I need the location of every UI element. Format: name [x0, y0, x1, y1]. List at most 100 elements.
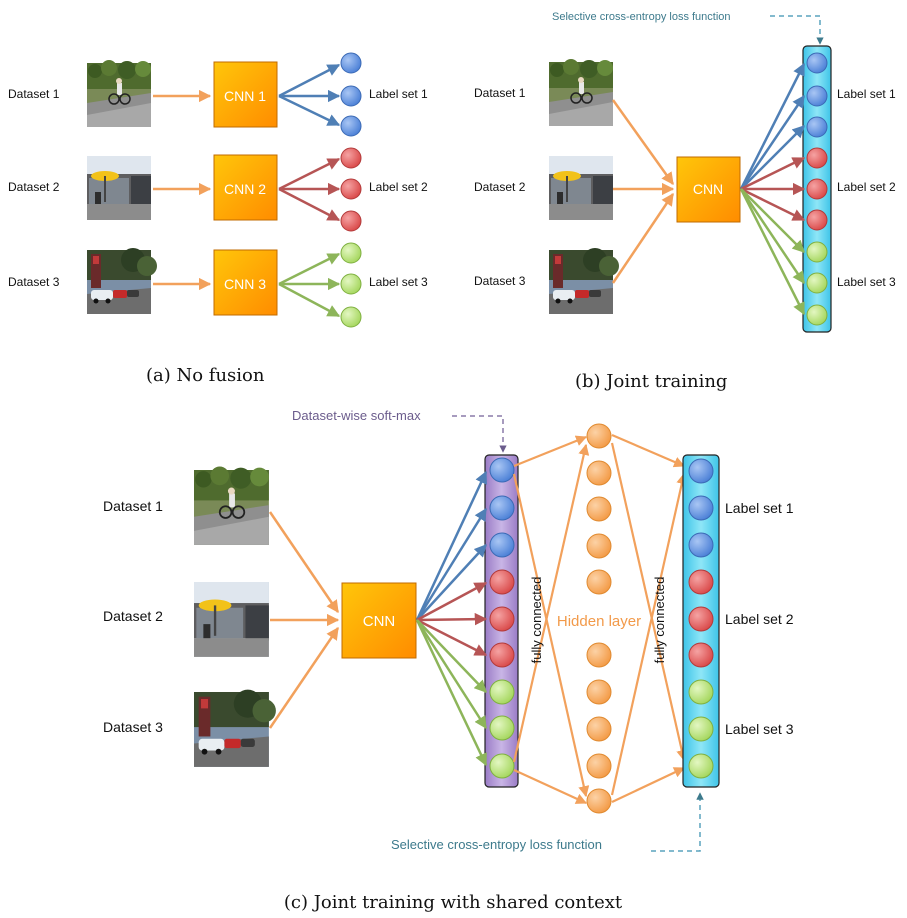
node — [340, 52, 362, 74]
node — [806, 116, 828, 138]
node — [340, 147, 362, 169]
node — [489, 642, 515, 668]
loss-leader — [770, 15, 824, 45]
node — [489, 606, 515, 632]
node — [489, 715, 515, 741]
node — [586, 533, 612, 559]
dataset-thumbnail — [87, 248, 157, 314]
dataset-thumbnail — [194, 689, 276, 767]
node — [688, 569, 714, 595]
dataset-label: Dataset 1 — [103, 498, 163, 514]
softmax-leader — [452, 415, 507, 453]
node — [340, 273, 362, 295]
label-set: Label set 3 — [725, 721, 794, 737]
dataset-thumbnail — [548, 58, 614, 127]
fanout-arrows — [278, 63, 341, 318]
cnn-box — [213, 154, 278, 221]
dataset-label: Dataset 2 — [474, 180, 526, 194]
dataset-label: Dataset 1 — [474, 86, 526, 100]
label-set: Label set 3 — [837, 275, 896, 289]
node — [586, 753, 612, 779]
loss-note: Selective cross-entropy loss function — [391, 837, 602, 852]
fc-label-left: fully connected — [529, 577, 544, 664]
cnn-box — [341, 582, 417, 659]
label-set: Label set 3 — [369, 275, 428, 289]
dataset-label: Dataset 3 — [8, 275, 60, 289]
hidden-nodes — [586, 423, 612, 814]
node — [688, 679, 714, 705]
node — [586, 642, 612, 668]
hidden-layer-label: Hidden layer — [557, 613, 641, 630]
node — [688, 642, 714, 668]
caption: (a) No fusion — [146, 365, 265, 386]
label-set: Label set 1 — [369, 87, 428, 101]
cnn-box — [213, 249, 278, 316]
node — [688, 532, 714, 558]
node — [340, 115, 362, 137]
dataset-label: Dataset 3 — [103, 719, 163, 735]
cnn-box — [213, 61, 278, 128]
node — [340, 178, 362, 200]
output-nodes — [806, 52, 828, 326]
node — [489, 457, 515, 483]
dataset-thumbnail — [194, 582, 269, 657]
cnn-box — [676, 156, 741, 223]
node — [806, 241, 828, 263]
arrow — [611, 192, 675, 284]
dataset-thumbnail — [549, 156, 613, 220]
softmax-nodes — [489, 457, 515, 779]
fc-label-right: fully connected — [652, 577, 667, 664]
node — [806, 178, 828, 200]
caption: (c) Joint training with shared context — [284, 892, 623, 913]
node — [489, 495, 515, 521]
fanout-arrows — [739, 62, 806, 316]
arrow — [611, 99, 675, 186]
dataset-thumbnail — [549, 248, 619, 314]
node — [586, 716, 612, 742]
label-set: Label set 1 — [837, 87, 896, 101]
dataset-thumbnail — [86, 59, 152, 128]
cnn-label: CNN 1 — [224, 88, 266, 104]
node — [586, 423, 612, 449]
output-nodes — [340, 52, 362, 328]
fc-arrows — [512, 433, 688, 804]
cnn-label: CNN — [693, 181, 723, 197]
dataset-label: Dataset 2 — [8, 180, 60, 194]
panel-c: Dataset-wise soft-max Dataset 1 Dataset … — [103, 408, 794, 913]
node — [586, 788, 612, 814]
node — [806, 147, 828, 169]
node — [586, 569, 612, 595]
dataset-label: Dataset 1 — [8, 87, 60, 101]
loss-note: Selective cross-entropy loss function — [552, 11, 731, 23]
node — [586, 679, 612, 705]
node — [340, 85, 362, 107]
node — [806, 85, 828, 107]
node — [688, 753, 714, 779]
node — [340, 242, 362, 264]
node — [340, 210, 362, 232]
softmax-note: Dataset-wise soft-max — [292, 408, 421, 423]
label-set: Label set 1 — [725, 500, 794, 516]
loss-leader — [651, 792, 704, 852]
node — [340, 306, 362, 328]
node — [806, 52, 828, 74]
node — [806, 272, 828, 294]
node — [489, 532, 515, 558]
label-set: Label set 2 — [837, 180, 896, 194]
node — [688, 495, 714, 521]
node — [489, 569, 515, 595]
dataset-label: Dataset 3 — [474, 274, 526, 288]
node — [688, 606, 714, 632]
dataset-label: Dataset 2 — [103, 608, 163, 624]
caption: (b) Joint training — [575, 371, 727, 392]
cnn-label: CNN 3 — [224, 276, 266, 292]
node — [489, 679, 515, 705]
panel-b: Selective cross-entropy loss function Da… — [474, 11, 896, 392]
label-set: Label set 2 — [369, 180, 428, 194]
node — [688, 716, 714, 742]
cnn-label: CNN 2 — [224, 181, 266, 197]
dataset-thumbnail — [87, 156, 151, 220]
node — [489, 753, 515, 779]
label-set: Label set 2 — [725, 611, 794, 627]
